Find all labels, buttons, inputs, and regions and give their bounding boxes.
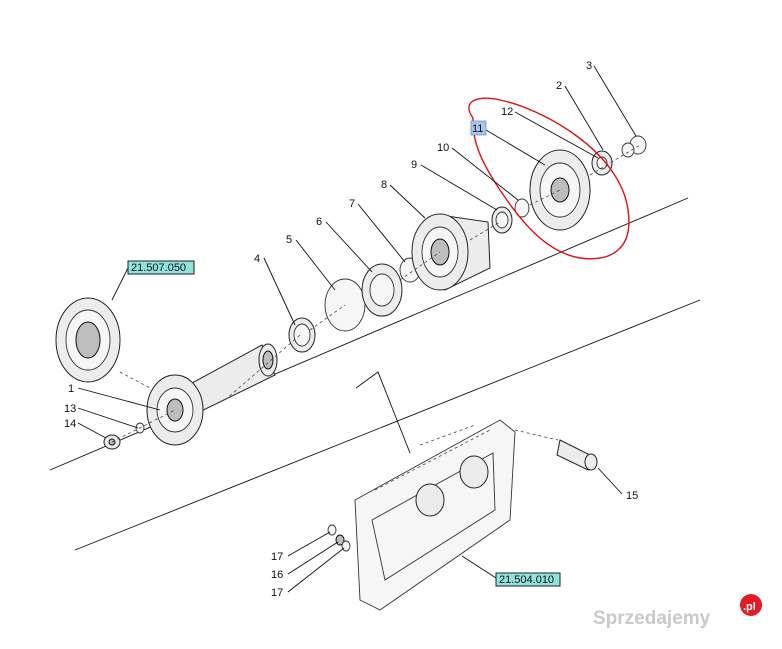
bearing-9 [491, 206, 513, 234]
leader-14 [77, 422, 107, 439]
housing-cover [354, 419, 516, 611]
pin-15 [556, 439, 598, 471]
leader-9 [420, 164, 498, 211]
watermark: Sprzedajemy .pl [593, 594, 762, 629]
leader-ref-gear [111, 267, 129, 301]
callout-3: 3 [586, 60, 592, 72]
callout-15: 15 [626, 490, 638, 502]
leader-8 [389, 184, 426, 219]
watermark-badge-text: .pl [743, 601, 756, 613]
leader-5 [295, 239, 336, 291]
leader-4 [263, 257, 296, 326]
callout-10: 10 [437, 142, 449, 154]
leader-17a [287, 531, 331, 557]
reference-housing-label: 21.504.010 [499, 574, 554, 586]
detail-pointer [355, 371, 411, 454]
callout-14: 14 [64, 418, 76, 430]
leader-1 [77, 387, 161, 411]
gear-8 [411, 213, 491, 291]
leader-12 [514, 111, 599, 159]
leader-10 [451, 147, 519, 201]
callout-5: 5 [286, 234, 292, 246]
leader-17b [287, 547, 345, 593]
callout-2: 2 [556, 80, 562, 92]
watermark-badge [740, 594, 762, 616]
watermark-text: Sprzedajemy [593, 608, 711, 629]
callout-4: 4 [254, 253, 260, 265]
circlip-3 [621, 135, 647, 158]
pin-15-dash [514, 429, 559, 441]
bearing-2 [591, 150, 613, 176]
callout-16: 16 [271, 569, 283, 581]
leader-15 [597, 467, 623, 495]
callout-9: 9 [411, 159, 417, 171]
highlight-loop [468, 97, 630, 260]
leader-7 [357, 203, 406, 263]
callout-7: 7 [349, 198, 355, 210]
callout-17-upper: 17 [271, 551, 283, 563]
leader-6 [325, 221, 373, 273]
callout-11: 11 [472, 123, 483, 135]
drive-gear-1 [146, 374, 204, 446]
leader-11 [485, 129, 546, 166]
bearing-6 [361, 263, 403, 317]
assembly-axis [111, 144, 641, 443]
callout-13: 13 [64, 403, 76, 415]
leader-16 [287, 541, 339, 575]
callout-17-lower: 17 [271, 587, 283, 599]
reference-box-housing: 21.504.010 [495, 572, 561, 587]
section-divider-lower [74, 299, 701, 551]
needle-bearing-4 [288, 317, 316, 353]
callout-6: 6 [316, 216, 322, 228]
leader-ref-housing [461, 555, 497, 579]
callout-11-highlight [470, 120, 487, 136]
leader-3 [593, 65, 637, 137]
leader-13 [77, 407, 139, 429]
section-divider-upper [49, 197, 689, 471]
callout-1: 1 [68, 383, 74, 395]
callout-12: 12 [501, 106, 513, 118]
washer-10 [514, 198, 530, 218]
callout-8: 8 [381, 179, 387, 191]
reference-gear-label: 21.507.050 [131, 262, 186, 274]
gear-11 [529, 149, 591, 231]
reference-box-gear: 21.507.050 [127, 260, 195, 275]
loose-gear-21507050 [55, 297, 121, 383]
leader-2 [564, 85, 604, 151]
